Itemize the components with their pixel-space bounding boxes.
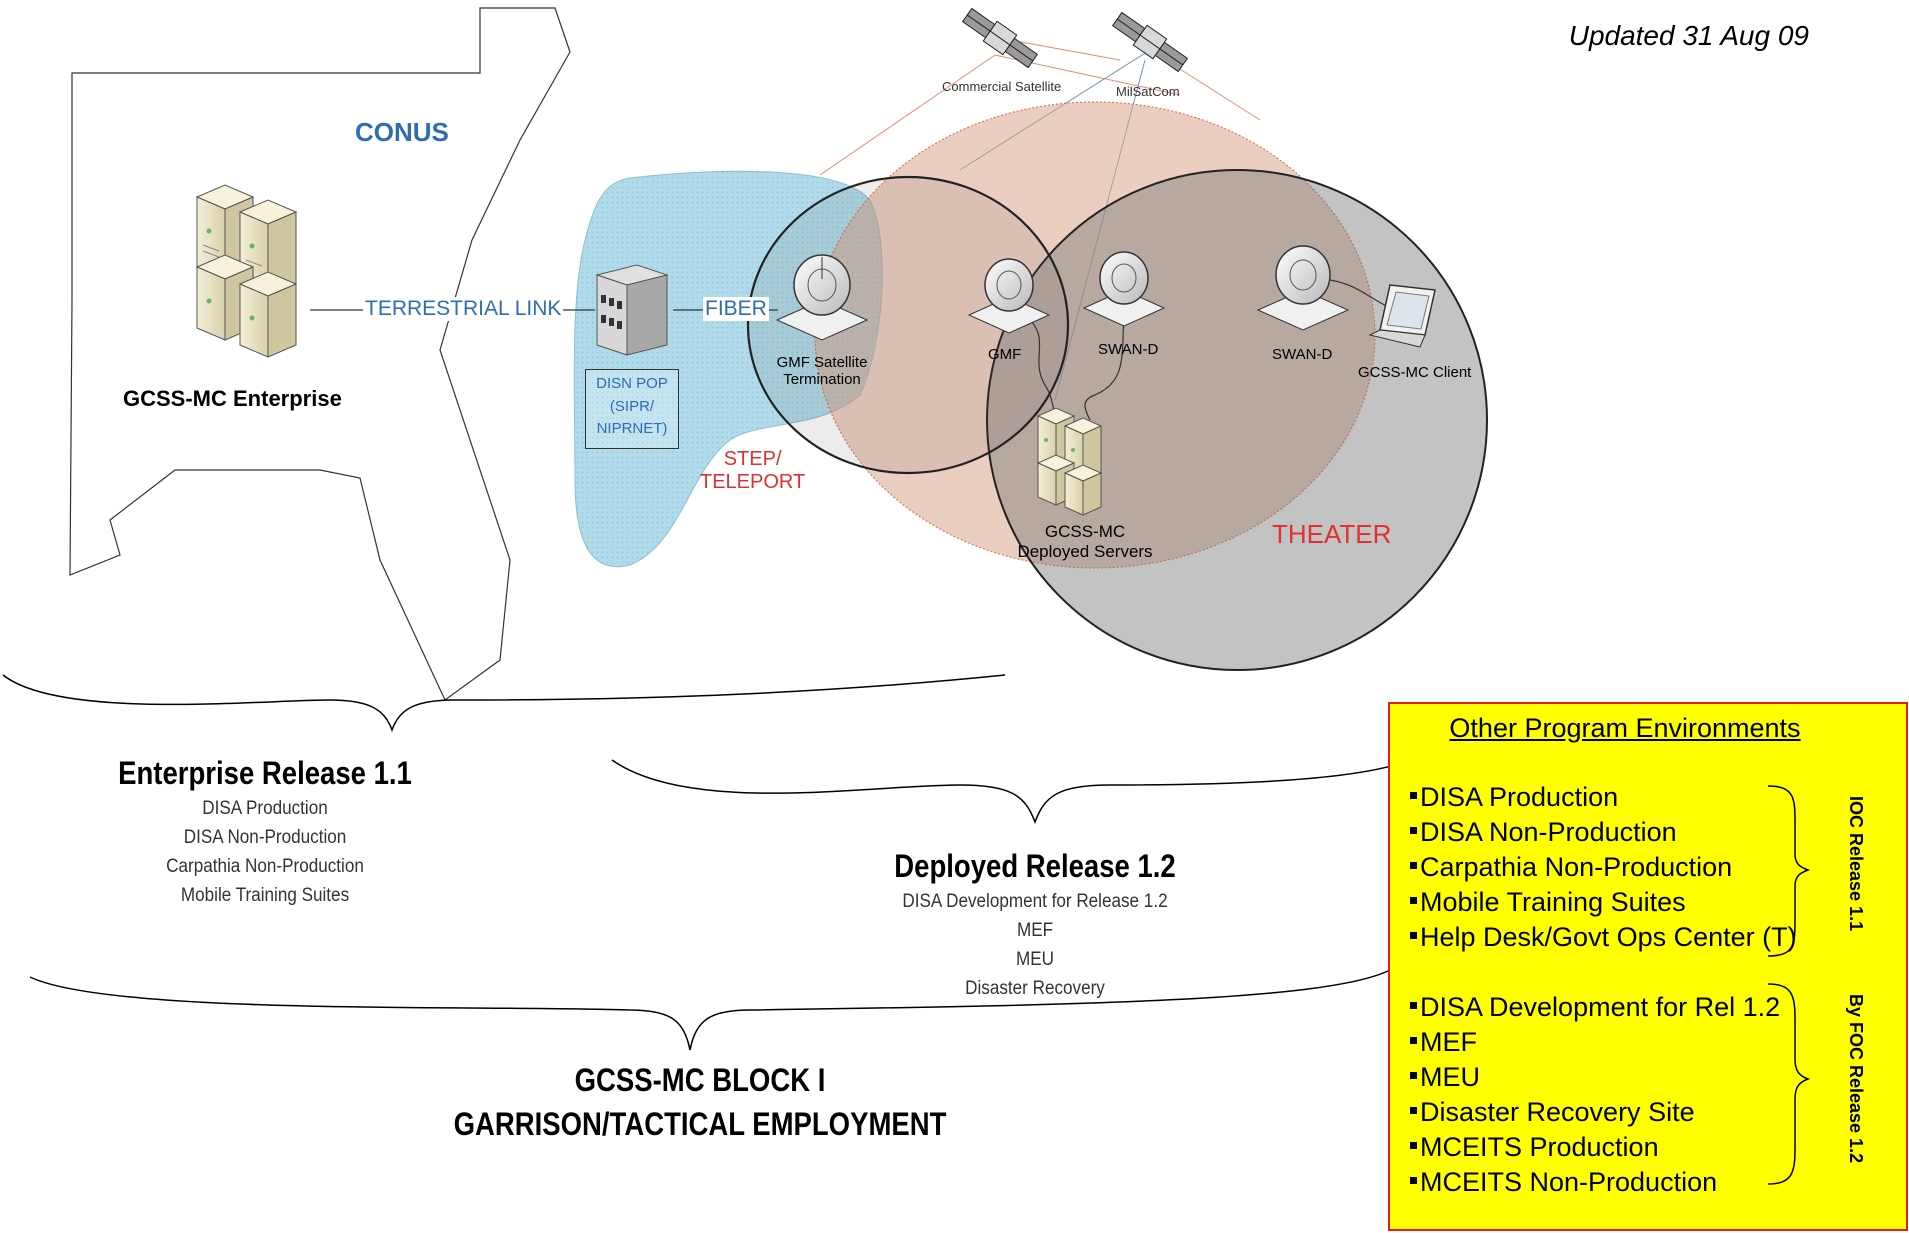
gmf-term-line-2: Termination [783,371,861,389]
ioc-item-text: Help Desk/Govt Ops Center (T) [1420,922,1797,952]
deployed-release-title: Deployed Release 1.2 [894,848,1176,884]
enterprise-release-item: Mobile Training Suites [180,885,350,906]
deployed-release-item: DISA Development for Release 1.2 [902,891,1168,912]
block-line-1: GCSS-MC BLOCK I [574,1062,826,1098]
conus-outline [69,7,571,701]
other-environments-title: Other Program Environments [1449,713,1801,743]
disn-line-2: (SIPR/ [609,397,655,415]
laptop-icon [1368,284,1436,348]
foc-item: MCEITS Non-Production [1410,1165,1780,1200]
ioc-item: DISA Production [1410,780,1797,815]
enterprise-release-block: Enterprise Release 1.1 DISA Production D… [90,752,440,910]
deployed-line-1: GCSS-MC [1044,522,1126,541]
swan-d-label-2: SWAN-D [1272,346,1333,363]
gmf-termination-label: GMF Satellite Termination [765,354,879,389]
deployed-server-icon [1036,407,1103,516]
foc-item: DISA Development for Rel 1.2 [1410,990,1780,1025]
deployed-release-item: MEF [1016,920,1054,941]
ioc-item: Carpathia Non-Production [1410,850,1797,885]
swan-d-dish-icon-2 [1256,245,1350,331]
commercial-satellite-icon [961,7,1039,69]
ioc-item-text: Mobile Training Suites [1420,887,1686,917]
gmf-term-line-1: GMF Satellite [776,354,868,371]
disn-line-1: DISN POP [596,375,668,392]
conus-label: CONUS [355,117,449,147]
ioc-item-text: Carpathia Non-Production [1420,852,1733,882]
release-braces [2,674,1411,1051]
foc-item-text: MCEITS Production [1420,1132,1659,1162]
foc-item-text: MEU [1420,1062,1480,1092]
foc-item-text: MCEITS Non-Production [1420,1167,1718,1197]
step-teleport-label: STEP/ TELEPORT [700,448,805,494]
updated-date: Updated 31 Aug 09 [1568,20,1809,51]
enterprise-release-title: Enterprise Release 1.1 [118,755,412,791]
foc-item: MEF [1410,1025,1780,1060]
fiber-label: FIBER [703,297,769,322]
disn-line-3: NIPRNET) [596,420,668,437]
step-line: STEP/ [723,448,782,470]
foc-item: Disaster Recovery Site [1410,1095,1780,1130]
milsatcom-satellite-icon [1111,11,1189,73]
enterprise-release-item: Carpathia Non-Production [166,856,364,877]
deployed-release-block: Deployed Release 1.2 DISA Development fo… [835,845,1235,1003]
ioc-item-text: DISA Production [1420,782,1619,812]
building-icon [595,264,669,356]
client-label: GCSS-MC Client [1358,364,1472,381]
disn-pop-box: DISN POP (SIPR/ NIPRNET) [585,369,679,449]
block-line-2: GARRISON/TACTICAL EMPLOYMENT [453,1106,947,1142]
swan-d-label: SWAN-D [1098,341,1159,358]
gmf-dish-icon [967,258,1051,334]
deployed-servers-label: GCSS-MC Deployed Servers [1010,522,1160,561]
terrestrial-link-label: TERRESTRIAL LINK [363,297,564,322]
foc-item: MCEITS Production [1410,1130,1780,1165]
foc-item-text: Disaster Recovery Site [1420,1097,1695,1127]
enterprise-release-item: DISA Production [202,798,328,819]
gmf-label: GMF [988,346,1022,363]
foc-item: MEU [1410,1060,1780,1095]
ioc-item: Mobile Training Suites [1410,885,1797,920]
swan-d-dish-icon [1082,251,1166,327]
block-title: GCSS-MC BLOCK I GARRISON/TACTICAL EMPLOY… [350,1058,1050,1146]
foc-release-label: By FOC Release 1.2 [1846,994,1866,1164]
foc-item-text: DISA Development for Rel 1.2 [1420,992,1781,1022]
theater-label: THEATER [1272,519,1392,549]
ioc-item-text: DISA Non-Production [1420,817,1677,847]
deployed-line-2: Deployed Servers [1017,541,1153,561]
deployed-release-item: MEU [1015,949,1054,970]
foc-item-text: MEF [1420,1027,1477,1057]
other-environments-box: Other Program Environments DISA Producti… [1388,702,1908,1231]
ioc-item: Help Desk/Govt Ops Center (T) [1410,920,1797,955]
enterprise-label: GCSS-MC Enterprise [123,386,342,411]
enterprise-release-item: DISA Non-Production [183,827,347,848]
commercial-satellite-label: Commercial Satellite [942,79,1062,94]
ioc-release-label: IOC Release 1.1 [1846,796,1866,932]
ioc-item: DISA Non-Production [1410,815,1797,850]
gmf-coverage [746,175,1070,475]
deployed-release-item: Disaster Recovery [965,978,1105,999]
teleport-line: TELEPORT [700,471,806,493]
enterprise-server-icon [195,184,298,358]
gmf-termination-dish-icon [775,254,869,341]
foc-list: DISA Development for Rel 1.2 MEF MEU Dis… [1410,990,1780,1200]
ioc-list: DISA Production DISA Non-Production Carp… [1410,780,1797,955]
milsatcom-label: MilSatCom [1116,84,1180,99]
environment-braces [1767,785,1811,1185]
